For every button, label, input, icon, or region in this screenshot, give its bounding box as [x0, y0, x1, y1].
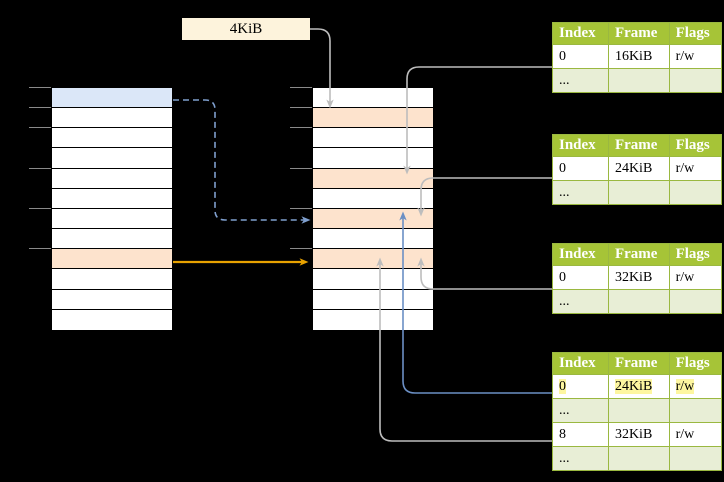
memory-cell[interactable]	[313, 188, 433, 209]
table-row[interactable]: ...	[552, 68, 723, 93]
memory-cell[interactable]	[52, 229, 172, 250]
memory-cell[interactable]	[52, 249, 172, 270]
row-tick-mark	[29, 107, 51, 108]
memory-cell[interactable]	[313, 148, 433, 169]
memory-cell[interactable]	[52, 88, 172, 109]
table-header-flags: Flags	[668, 22, 723, 45]
table-cell: 32KiB	[607, 422, 670, 447]
table-header-frame: Frame	[607, 134, 670, 157]
table-cell	[607, 289, 670, 314]
table-cell: r/w	[668, 44, 723, 69]
table-header-frame: Frame	[607, 243, 670, 266]
table-row[interactable]: ...	[552, 180, 723, 205]
memory-cell[interactable]	[52, 168, 172, 189]
memory-cell[interactable]	[52, 128, 172, 149]
table-header-index: Index	[552, 243, 609, 266]
wire-table3-to-middle	[417, 257, 552, 290]
table-header-flags: Flags	[668, 134, 723, 157]
table-row[interactable]: ...	[552, 398, 723, 423]
memory-cell[interactable]	[313, 249, 433, 270]
memory-cell[interactable]	[313, 269, 433, 290]
table-cell	[668, 446, 723, 471]
row-tick-mark	[290, 208, 312, 209]
memory-cell[interactable]	[313, 309, 433, 330]
memory-cell[interactable]	[52, 108, 172, 129]
table-header-index: Index	[552, 352, 609, 375]
memory-cell[interactable]	[52, 309, 172, 330]
table-cell	[668, 289, 723, 314]
memory-cell[interactable]	[313, 128, 433, 149]
table-cell: ...	[552, 180, 609, 205]
table-cell: 0	[552, 374, 609, 399]
table-cell: ...	[552, 289, 609, 314]
memory-cell[interactable]	[313, 168, 433, 189]
row-tick-mark	[290, 168, 312, 169]
table-cell	[668, 180, 723, 205]
wire-table2-to-middle	[417, 177, 552, 217]
table-header-frame: Frame	[607, 22, 670, 45]
memory-cell[interactable]	[52, 289, 172, 310]
table-cell: r/w	[668, 422, 723, 447]
row-tick-mark	[29, 208, 51, 209]
left-memory-column	[51, 87, 173, 330]
table-header-frame: Frame	[607, 352, 670, 375]
table-cell: ...	[552, 398, 609, 423]
table-cell	[607, 68, 670, 93]
table-cell: 0	[552, 156, 609, 181]
row-tick-mark	[290, 107, 312, 108]
row-tick-mark	[29, 127, 51, 128]
table-cell	[607, 180, 670, 205]
table-cell	[668, 68, 723, 93]
table-cell: ...	[552, 68, 609, 93]
memory-cell[interactable]	[313, 208, 433, 230]
table-cell: ...	[552, 446, 609, 471]
table-row[interactable]: ...	[552, 446, 723, 471]
memory-cell[interactable]	[313, 88, 433, 109]
row-tick-mark	[29, 87, 51, 88]
row-tick-mark	[29, 168, 51, 169]
table-cell: r/w	[668, 265, 723, 290]
memory-cell[interactable]	[52, 188, 172, 209]
table-header-index: Index	[552, 134, 609, 157]
row-tick-mark	[290, 248, 312, 249]
table-cell	[607, 398, 670, 423]
table-cell: r/w	[668, 374, 723, 399]
table-row[interactable]: ...	[552, 289, 723, 314]
table-cell: r/w	[668, 156, 723, 181]
memory-cell[interactable]	[52, 208, 172, 230]
table-cell: 8	[552, 422, 609, 447]
table-header-flags: Flags	[668, 243, 723, 266]
offset-label: 4KiB	[182, 18, 310, 40]
memory-cell[interactable]	[313, 108, 433, 129]
table-cell	[668, 398, 723, 423]
middle-memory-column	[312, 87, 434, 330]
row-tick-mark	[29, 248, 51, 249]
row-tick-mark	[290, 87, 312, 88]
table-header-flags: Flags	[668, 352, 723, 375]
wire-left-blue-dashed	[173, 99, 311, 224]
table-cell: 24KiB	[607, 156, 670, 181]
table-cell: 0	[552, 44, 609, 69]
table-cell	[607, 446, 670, 471]
memory-cell[interactable]	[313, 229, 433, 250]
table-header-index: Index	[552, 22, 609, 45]
memory-cell[interactable]	[52, 148, 172, 169]
table-cell: 32KiB	[607, 265, 670, 290]
table-cell: 24KiB	[607, 374, 670, 399]
table-cell: 16KiB	[607, 44, 670, 69]
memory-cell[interactable]	[52, 269, 172, 290]
table-cell: 0	[552, 265, 609, 290]
memory-cell[interactable]	[313, 289, 433, 310]
row-tick-mark	[290, 127, 312, 128]
